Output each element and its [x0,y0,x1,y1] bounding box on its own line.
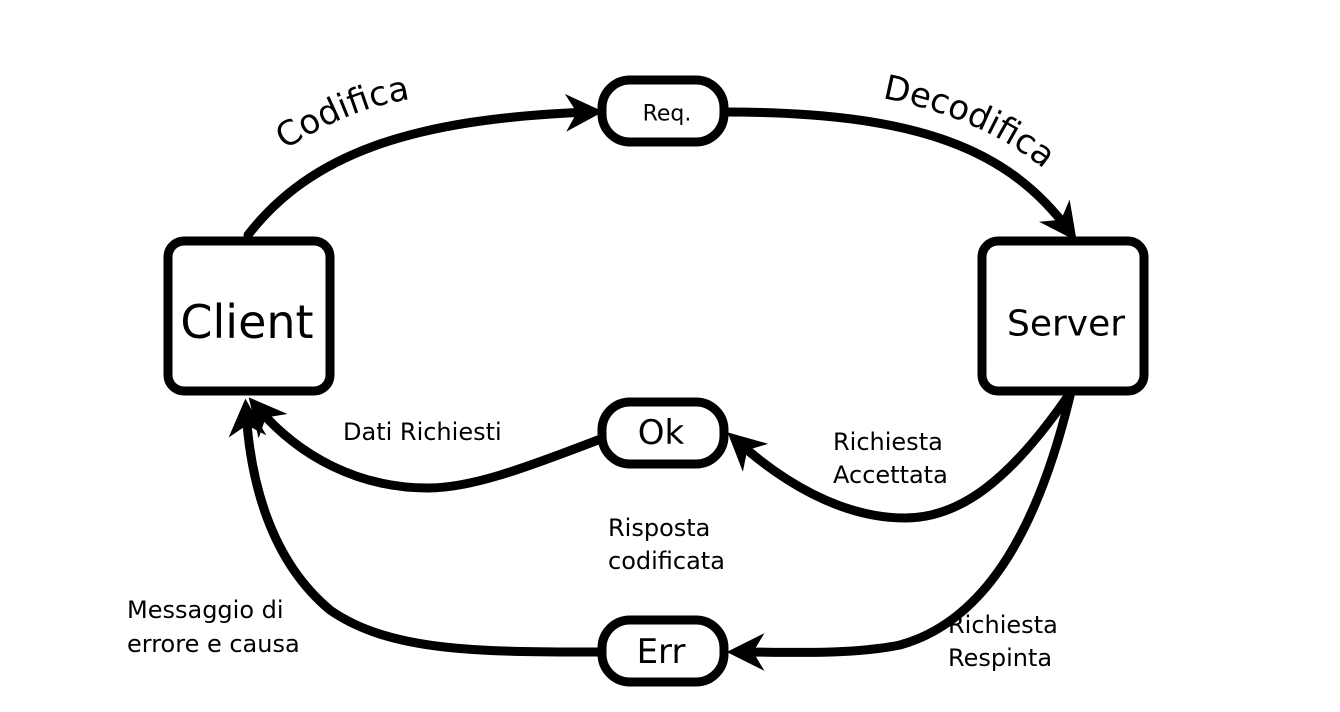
edge-client-to-request [243,93,604,240]
decode-label: Decodifica [880,68,1063,176]
ok-label: Ok [638,413,685,453]
rejected-label-line2: Respinta [948,644,1052,672]
error-message-line1: Messaggio di [127,596,284,624]
accepted-label-line2: Accettata [833,461,948,489]
error-message-line2: errore e causa [127,630,300,658]
client-node [163,236,335,396]
request-node [597,75,729,147]
edge-server-to-err [726,391,1075,671]
accepted-label-line1: Richiesta [833,428,943,456]
edge-err-to-client [228,398,603,657]
server-label: Server [1007,304,1125,345]
requested-data-label: Dati Richiesti [343,418,502,446]
ok-node [597,397,729,469]
server-node [977,236,1149,396]
client-label: Client [180,295,313,349]
edge-server-to-ok [727,391,1073,523]
encoded-response-line2: codificata [608,547,725,575]
err-label: Err [637,632,686,672]
edge-request-to-server [721,107,1077,242]
rejected-label-line1: Richiesta [948,611,1058,639]
err-node [597,615,729,687]
encoded-response-line1: Risposta [608,514,710,542]
edge-ok-to-client [248,397,603,493]
request-label: Req. [643,102,692,127]
